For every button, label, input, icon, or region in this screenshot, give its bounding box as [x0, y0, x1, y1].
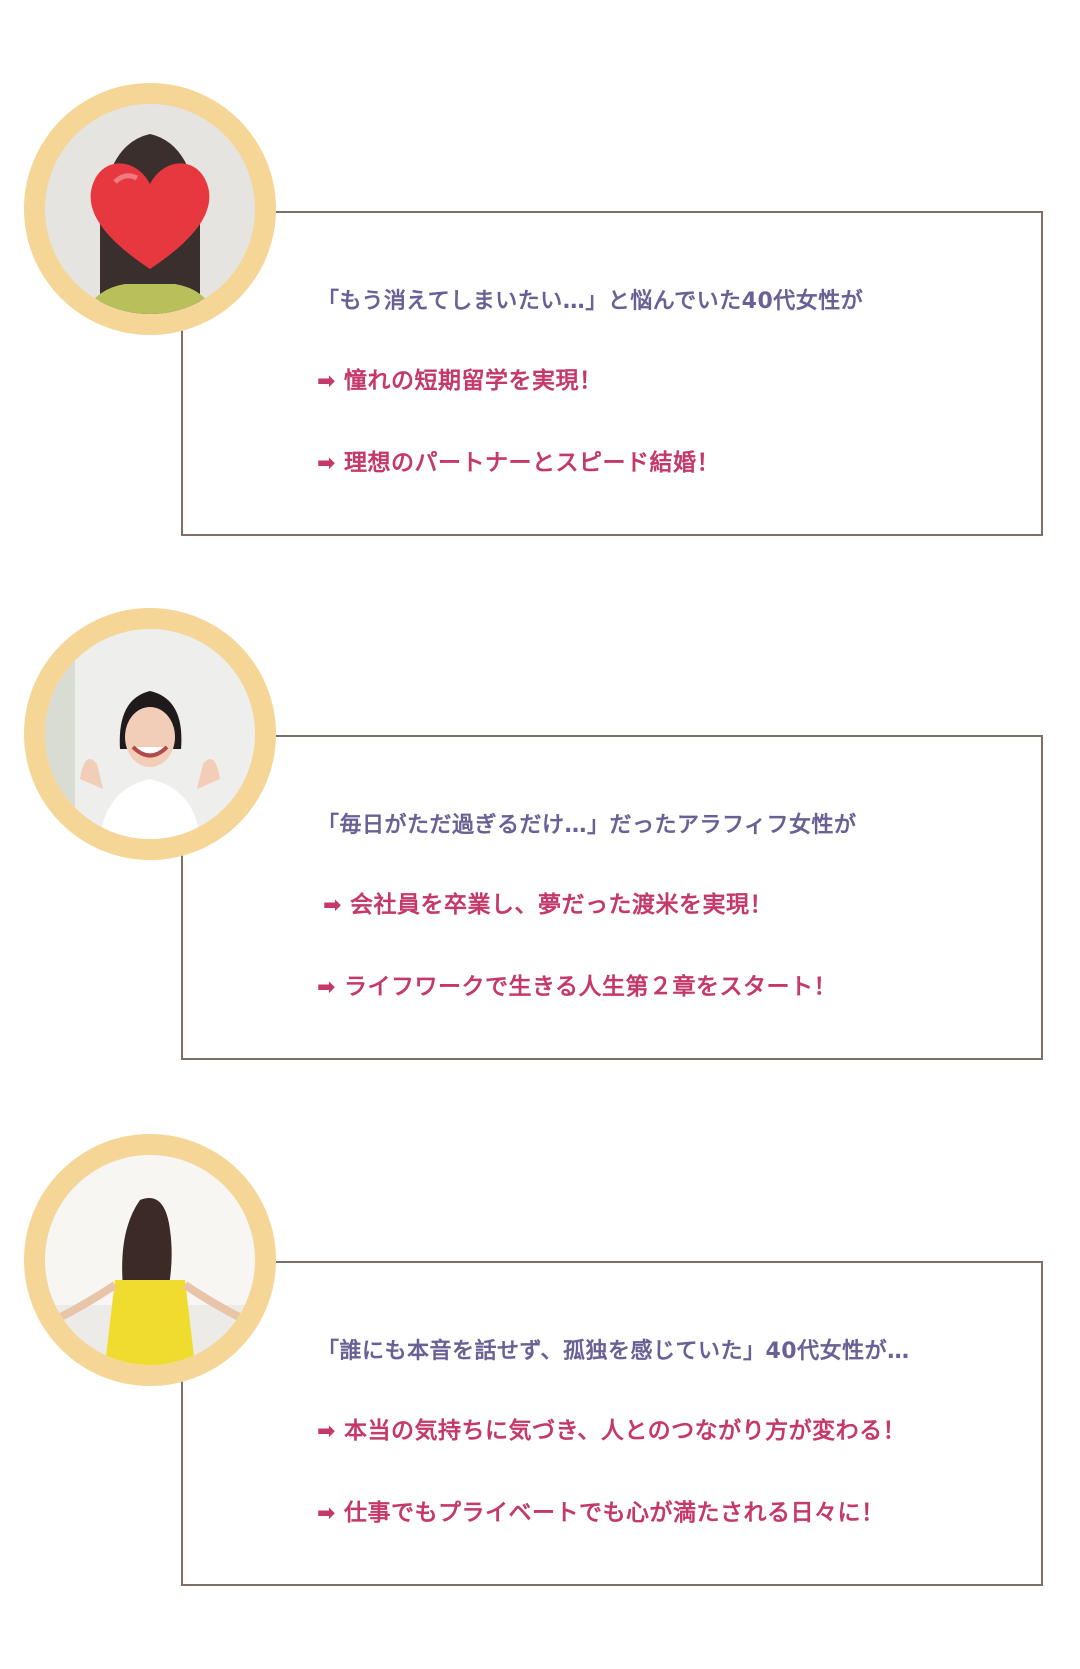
result-point-text: 憧れの短期留学を実現！	[343, 368, 603, 394]
avatar-frame	[24, 608, 276, 860]
testimonial-headline: 「毎日がただ過ぎるだけ…」だったアラフィフ女性が	[317, 813, 857, 838]
testimonial-card: 「誰にも本音を話せず、孤独を感じていた」40代女性が… ➡ 本当の気持ちに気づき、…	[181, 1261, 1043, 1586]
arrow-right-icon: ➡	[317, 1419, 336, 1444]
avatar-smiling-woman	[45, 629, 255, 839]
result-point: ➡ 本当の気持ちに気づき、人とのつながり方が変わる！	[317, 1411, 906, 1445]
testimonial-card: 「毎日がただ過ぎるだけ…」だったアラフィフ女性が ➡ 会社員を卒業し、夢だった渡米…	[181, 735, 1043, 1060]
result-point: ➡ 仕事でもプライベートでも心が満たされる日々に！	[317, 1493, 884, 1527]
result-point: ➡ 理想のパートナーとスピード結婚！	[317, 443, 720, 477]
arrow-right-icon: ➡	[317, 451, 336, 476]
avatar-frame	[24, 83, 276, 335]
result-point-text: ライフワークで生きる人生第２章をスタート！	[343, 974, 837, 1000]
arrow-right-icon: ➡	[317, 369, 336, 394]
result-point-text: 会社員を卒業し、夢だった渡米を実現！	[349, 892, 773, 918]
result-point: ➡ ライフワークで生きる人生第２章をスタート！	[317, 967, 837, 1001]
result-point-text: 理想のパートナーとスピード結婚！	[343, 450, 720, 476]
result-point: ➡ 会社員を卒業し、夢だった渡米を実現！	[323, 885, 773, 919]
testimonial-card: 「もう消えてしまいたい…」と悩んでいた40代女性が ➡ 憧れの短期留学を実現！ ➡…	[181, 211, 1043, 536]
heart-mask-photo	[45, 104, 255, 314]
result-point-text: 仕事でもプライベートでも心が満たされる日々に！	[343, 1500, 885, 1526]
result-point: ➡ 憧れの短期留学を実現！	[317, 361, 602, 395]
testimonial-headline: 「誰にも本音を話せず、孤独を感じていた」40代女性が…	[317, 1339, 910, 1364]
avatar-woman-in-yellow-dress	[45, 1155, 255, 1365]
yellow-dress-photo	[45, 1155, 255, 1365]
arrow-right-icon: ➡	[317, 1501, 336, 1526]
result-point-text: 本当の気持ちに気づき、人とのつながり方が変わる！	[343, 1418, 907, 1444]
avatar-heart-masked-woman	[45, 104, 255, 314]
arrow-right-icon: ➡	[323, 893, 342, 918]
arrow-right-icon: ➡	[317, 975, 336, 1000]
avatar-frame	[24, 1134, 276, 1386]
smiling-woman-photo	[45, 629, 255, 839]
testimonial-headline: 「もう消えてしまいたい…」と悩んでいた40代女性が	[317, 289, 864, 314]
